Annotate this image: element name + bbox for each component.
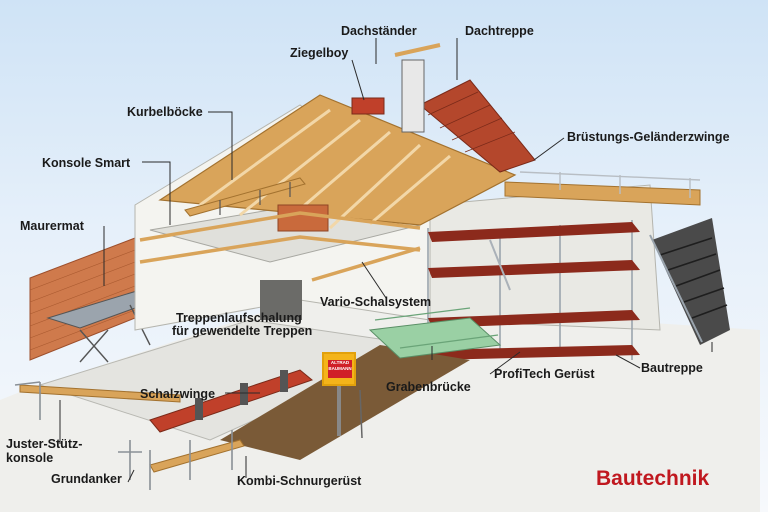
label-vario: Vario-Schalsystem	[320, 295, 432, 309]
label-dachtreppe: Dachtreppe	[465, 24, 534, 38]
roof-tiles	[419, 79, 536, 173]
label-konsole-smart: Konsole Smart	[42, 156, 131, 170]
roof-terrace-edge	[504, 181, 701, 206]
kurbelboecke-plank	[184, 177, 306, 217]
label-bruestung: Brüstungs-Geländerzwinge	[567, 130, 730, 144]
label-bautreppe: Bautreppe	[641, 361, 703, 375]
juster-stuetz-konsole	[14, 381, 41, 420]
brick-stack	[277, 204, 329, 232]
bautreppe-stairs	[649, 218, 730, 345]
survey-stake	[359, 389, 363, 439]
dachstaender-post	[401, 59, 425, 133]
label-schalzwinge: Schalzwinge	[140, 387, 216, 401]
label-juster-line2: konsole	[6, 451, 54, 465]
label-ziegelboy: Ziegelboy	[290, 46, 349, 60]
label-dachstaender: Dachständer	[341, 24, 417, 38]
label-profitech: ProfiTech Gerüst	[494, 367, 595, 381]
profitech-scaffold	[427, 220, 640, 360]
label-grundanker: Grundanker	[51, 472, 122, 486]
stair-opening	[260, 280, 302, 320]
sign-post	[337, 386, 341, 436]
altrad-baumann-sign: ALTRAD BAUMANN	[322, 352, 356, 386]
label-grabenbruecke: Grabenbrücke	[386, 380, 471, 394]
leader-lines	[59, 38, 713, 483]
label-maurermat: Maurermat	[20, 219, 84, 233]
grundanker	[118, 440, 142, 480]
brand-title: Bautechnik	[596, 467, 710, 490]
label-kurbelboecke: Kurbelböcke	[127, 105, 203, 119]
ziegelboy-box	[351, 97, 385, 115]
label-treppenlauf-line2: für gewendelte Treppen	[172, 324, 313, 338]
formwork-beam	[149, 369, 314, 433]
label-treppenlauf-line1: Treppenlaufschalung	[176, 311, 302, 325]
sign-text: ALTRAD BAUMANN	[328, 360, 352, 378]
kombi-schnurgeruest	[149, 430, 245, 490]
formwork-plank-left	[19, 384, 181, 403]
label-kombi: Kombi-Schnurgerüst	[237, 474, 362, 488]
label-juster-line1: Juster-Stütz-	[6, 437, 83, 451]
trench	[220, 345, 470, 460]
